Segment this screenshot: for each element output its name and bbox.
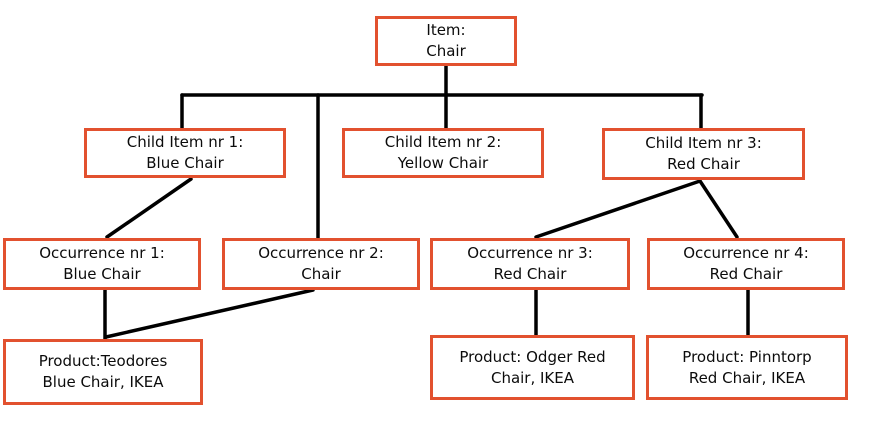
node-product-teodores-label: Product:Teodores Blue Chair, IKEA [38, 352, 168, 391]
node-occurrence-1-label: Occurrence nr 1: Blue Chair [39, 244, 165, 283]
edge-child3-occ3 [534, 179, 702, 239]
edge-occ2-prod1 [104, 288, 315, 339]
node-product-odger: Product: Odger Red Chair, IKEA [430, 335, 635, 400]
node-occurrence-4-label: Occurrence nr 4: Red Chair [683, 244, 809, 283]
node-child-item-1: Child Item nr 1: Blue Chair [84, 128, 286, 178]
node-child-item-1-label: Child Item nr 1: Blue Chair [126, 133, 244, 172]
node-item-chair-label: Item: Chair [426, 21, 466, 60]
node-occurrence-3: Occurrence nr 3: Red Chair [430, 238, 630, 290]
node-product-pinntorp-label: Product: Pinntorp Red Chair, IKEA [682, 347, 812, 387]
node-occurrence-1: Occurrence nr 1: Blue Chair [3, 238, 201, 290]
node-occurrence-2: Occurrence nr 2: Chair [222, 238, 420, 290]
edge-child3-occ4 [698, 179, 739, 239]
node-child-item-2-label: Child Item nr 2: Yellow Chair [384, 133, 502, 172]
node-item-chair: Item: Chair [375, 16, 517, 66]
node-occurrence-4: Occurrence nr 4: Red Chair [647, 238, 845, 290]
node-occurrence-3-label: Occurrence nr 3: Red Chair [467, 244, 593, 283]
node-product-teodores: Product:Teodores Blue Chair, IKEA [3, 339, 203, 405]
node-child-item-3: Child Item nr 3: Red Chair [602, 128, 805, 180]
node-product-odger-label: Product: Odger Red Chair, IKEA [459, 347, 606, 387]
node-child-item-2: Child Item nr 2: Yellow Chair [342, 128, 544, 178]
node-product-pinntorp: Product: Pinntorp Red Chair, IKEA [646, 335, 848, 400]
edge-child1-occ1 [105, 177, 193, 239]
node-child-item-3-label: Child Item nr 3: Red Chair [645, 134, 762, 173]
node-occurrence-2-label: Occurrence nr 2: Chair [258, 244, 384, 283]
